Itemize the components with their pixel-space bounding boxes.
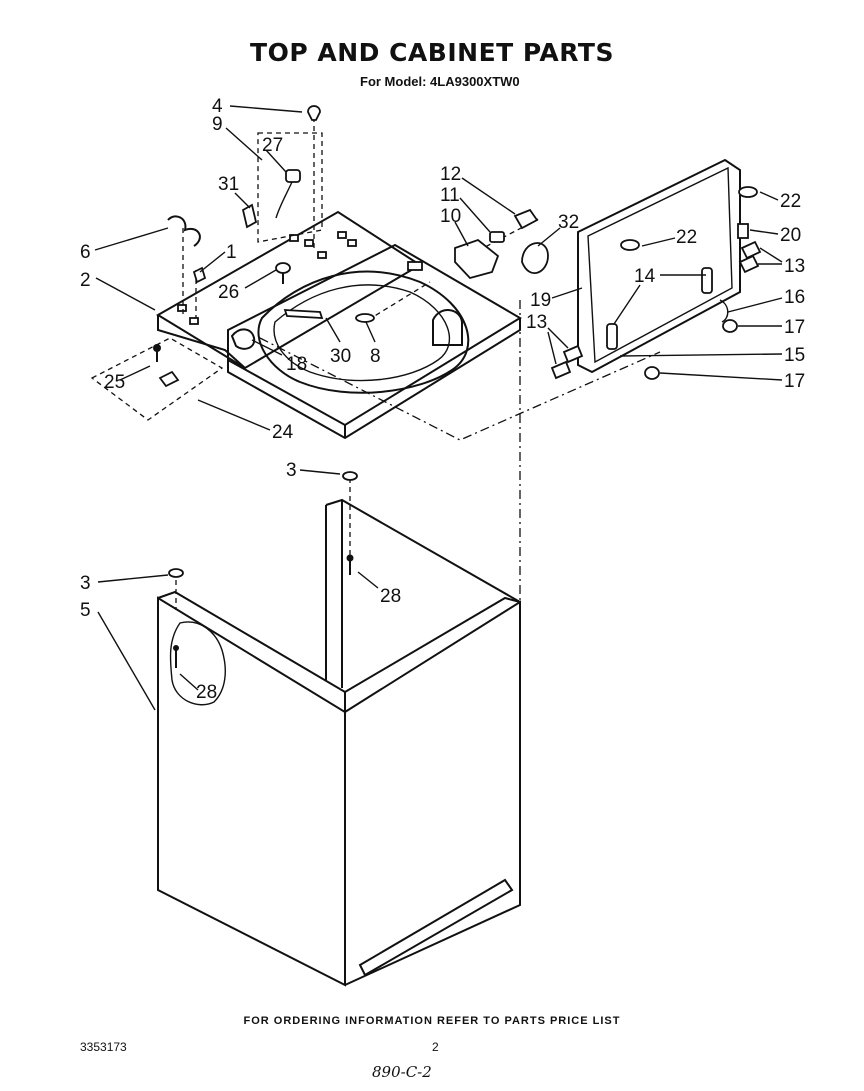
callout-16: 16 bbox=[784, 287, 805, 308]
callout-15: 15 bbox=[784, 345, 805, 366]
callout-12: 12 bbox=[440, 164, 461, 185]
handwritten-note: 890-C-2 bbox=[372, 1063, 432, 1081]
callout-24: 24 bbox=[272, 422, 294, 443]
callout-2: 2 bbox=[80, 270, 91, 291]
callout-27: 27 bbox=[262, 135, 283, 156]
page-number: 2 bbox=[432, 1040, 439, 1054]
callout-14: 14 bbox=[634, 266, 656, 287]
callout-30: 30 bbox=[330, 346, 351, 367]
callout-9: 9 bbox=[212, 114, 223, 135]
callout-8: 8 bbox=[370, 346, 381, 367]
callout-32: 32 bbox=[558, 212, 579, 233]
lid-drawing bbox=[577, 158, 741, 374]
ordering-note: FOR ORDERING INFORMATION REFER TO PARTS … bbox=[243, 1015, 621, 1027]
callout-1: 1 bbox=[226, 242, 237, 263]
callout-4: 4 bbox=[212, 96, 223, 117]
callout-26: 26 bbox=[218, 282, 239, 303]
callout-25: 25 bbox=[104, 372, 125, 393]
document-number: 3353173 bbox=[80, 1040, 127, 1054]
callout-6: 6 bbox=[80, 242, 91, 263]
callout-22-top: 22 bbox=[780, 191, 801, 212]
callout-11: 11 bbox=[440, 185, 460, 206]
callout-19: 19 bbox=[530, 290, 551, 311]
callout-31: 31 bbox=[218, 174, 239, 195]
callout-22-lid: 22 bbox=[676, 227, 697, 248]
callout-17-top: 17 bbox=[784, 317, 805, 338]
callout-10: 10 bbox=[440, 206, 461, 227]
model-subtitle: For Model: 4LA9300XTW0 bbox=[360, 74, 520, 89]
callout-18: 18 bbox=[286, 354, 307, 375]
small-parts bbox=[153, 105, 762, 388]
callout-28-front: 28 bbox=[196, 682, 217, 703]
callout-20: 20 bbox=[780, 225, 801, 246]
page-title: TOP AND CABINET PARTS bbox=[250, 38, 614, 67]
leader-lines bbox=[94, 105, 783, 711]
callout-28-top: 28 bbox=[380, 586, 401, 607]
callout-13-right: 13 bbox=[784, 256, 805, 277]
callout-17-bottom: 17 bbox=[784, 371, 805, 392]
callout-5: 5 bbox=[80, 600, 91, 621]
callout-labels: 4 9 27 31 6 1 2 26 30 8 18 25 24 12 11 1… bbox=[80, 96, 805, 703]
callout-13-left: 13 bbox=[526, 312, 547, 333]
callout-3-front: 3 bbox=[80, 573, 91, 594]
callout-3-top: 3 bbox=[286, 460, 297, 481]
cabinet-drawing bbox=[157, 471, 521, 987]
